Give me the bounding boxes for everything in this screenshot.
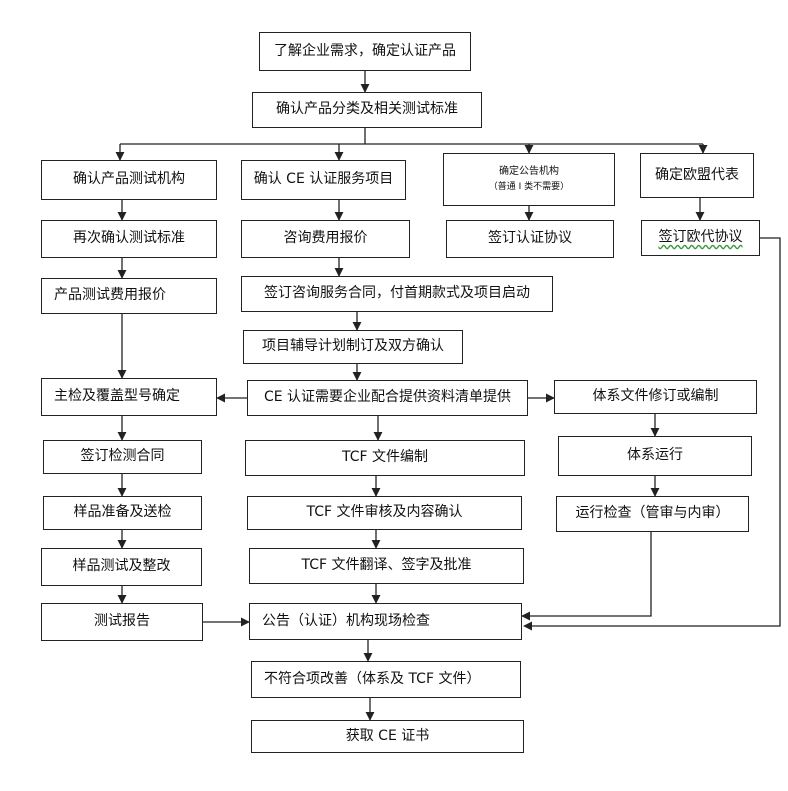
node-understand-requirements: 了解企业需求，确定认证产品 [259, 32, 471, 71]
node-test-quote: 产品测试费用报价 [41, 278, 217, 314]
node-notified-body: 确定公告机构 （普通 I 类不需要） [443, 153, 615, 206]
node-run-check: 运行检查（管审与内审） [556, 496, 749, 532]
node-eu-rep: 确定欧盟代表 [640, 153, 754, 198]
edge-n2-branch [120, 128, 703, 145]
node-ce-service-items: 确认 CE 认证服务项目 [241, 160, 406, 200]
node-sample-prep: 样品准备及送检 [43, 496, 202, 530]
node-document-list: CE 认证需要企业配合提供资料清单提供 [247, 380, 528, 416]
node-reconfirm-standard: 再次确认测试标准 [41, 220, 217, 258]
node-sample-test: 样品测试及整改 [41, 548, 202, 586]
node-system-docs: 体系文件修订或编制 [554, 380, 757, 414]
node-cert-agreement: 签订认证协议 [446, 220, 614, 258]
node-confirm-test-lab: 确认产品测试机构 [41, 160, 217, 200]
edge-e3-m1 [521, 532, 652, 621]
node-system-run: 体系运行 [558, 436, 752, 476]
node-confirm-classification: 确认产品分类及相关测试标准 [252, 92, 482, 128]
node-onsite-audit: 公告（认证）机构现场检查 [249, 603, 522, 640]
node-test-report: 测试报告 [41, 603, 203, 641]
node-test-contract: 签订检测合同 [43, 440, 202, 474]
node-get-ce-cert: 获取 CE 证书 [251, 720, 524, 753]
node-eu-rep-agreement: 签订欧代协议 [641, 220, 760, 256]
node-tcf-review: TCF 文件审核及内容确认 [247, 496, 522, 530]
node-consulting-quote: 咨询费用报价 [241, 220, 410, 258]
node-tcf-compile: TCF 文件编制 [245, 440, 525, 476]
node-coaching-plan: 项目辅导计划制订及双方确认 [243, 330, 463, 364]
node-nonconformity: 不符合项改善（体系及 TCF 文件） [251, 661, 521, 698]
node-main-model: 主检及覆盖型号确定 [41, 378, 217, 416]
node-tcf-translate: TCF 文件翻译、签字及批准 [249, 548, 524, 584]
edge-d2-m1 [523, 237, 781, 631]
node-consulting-contract: 签订咨询服务合同，付首期款式及项目启动 [241, 276, 553, 312]
